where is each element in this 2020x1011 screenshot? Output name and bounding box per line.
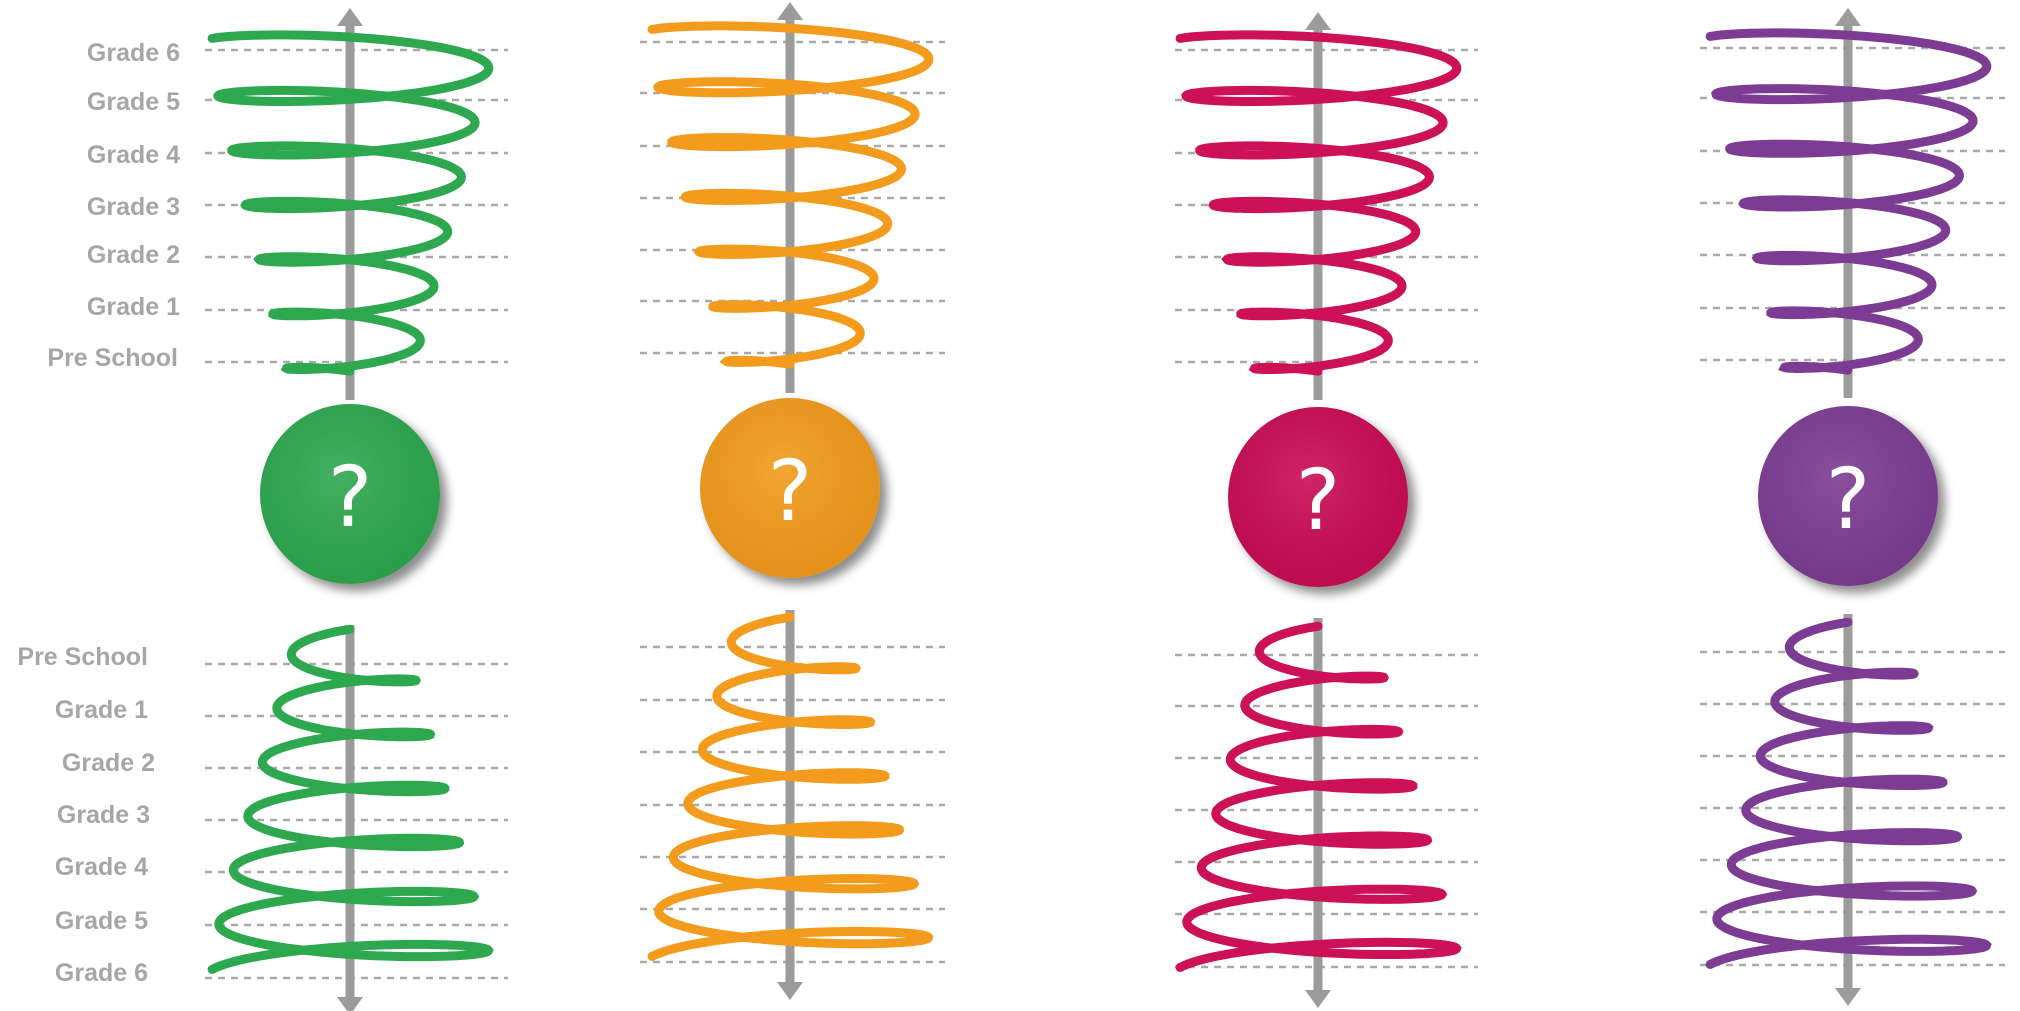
- axis-arrowhead: [1305, 990, 1331, 1008]
- spiral-curve: [647, 21, 934, 369]
- bottom-grade-label: Grade 3: [57, 801, 150, 829]
- question-mark-green: ?: [328, 448, 373, 546]
- spiral-curve: [1705, 617, 1992, 969]
- bottom-spiral-green: [205, 624, 508, 1011]
- top-grade-label: Grade 4: [87, 141, 180, 169]
- bottom-grade-label: Grade 4: [55, 853, 148, 881]
- top-spiral-purple: [1700, 8, 2005, 398]
- axis-arrowhead: [777, 982, 803, 1000]
- axis-arrowhead: [337, 8, 363, 26]
- top-grade-label: Grade 2: [87, 241, 180, 269]
- crimson-circle-shine: [1228, 407, 1408, 587]
- axis-arrowhead: [1835, 988, 1861, 1006]
- green-circle-shine: [260, 404, 440, 584]
- spiral-curve: [647, 612, 934, 961]
- bottom-spiral-orange: [640, 610, 945, 1000]
- top-spiral-green: [205, 8, 508, 400]
- column-crimson: ?: [1175, 12, 1478, 1008]
- column-green: ?: [205, 8, 508, 1011]
- column-orange: ?: [640, 2, 945, 1000]
- question-mark-crimson: ?: [1296, 451, 1341, 549]
- top-grade-labels: Grade 6 Grade 5 Grade 4 Grade 3 Grade 2 …: [47, 39, 180, 372]
- axis-arrowhead: [1835, 8, 1861, 26]
- top-grade-label: Grade 6: [87, 39, 180, 67]
- top-spiral-orange: [640, 2, 945, 393]
- purple-circle-shine: [1758, 406, 1938, 586]
- question-mark-purple: ?: [1826, 450, 1871, 548]
- bottom-grade-label: Grade 6: [55, 959, 148, 987]
- spiral-curve: [1175, 621, 1462, 972]
- bottom-grade-label: Grade 2: [62, 749, 155, 777]
- top-grade-label: Grade 1: [87, 293, 180, 321]
- bottom-spiral-crimson: [1175, 618, 1478, 1008]
- bottom-grade-label: Pre School: [17, 643, 148, 671]
- top-grade-label: Pre School: [47, 344, 178, 372]
- orange-circle-shine: [700, 398, 880, 578]
- column-purple: ?: [1700, 8, 2005, 1006]
- spiral-curve: [1175, 30, 1462, 376]
- axis-arrowhead: [777, 2, 803, 20]
- top-spiral-crimson: [1175, 12, 1478, 400]
- top-grade-label: Grade 5: [87, 88, 180, 116]
- spiral-curve: [207, 624, 494, 974]
- spiral-curve: [207, 30, 494, 376]
- bottom-spiral-purple: [1700, 614, 2005, 1006]
- axis-arrowhead: [1305, 12, 1331, 30]
- question-mark-orange: ?: [768, 442, 813, 540]
- bottom-grade-label: Grade 5: [55, 907, 148, 935]
- top-grade-label: Grade 3: [87, 193, 180, 221]
- axis-arrowhead: [337, 997, 363, 1011]
- spiral-curve: [1705, 28, 1992, 375]
- bottom-grade-labels: Pre School Grade 1 Grade 2 Grade 3 Grade…: [17, 643, 155, 987]
- bottom-grade-label: Grade 1: [55, 696, 148, 724]
